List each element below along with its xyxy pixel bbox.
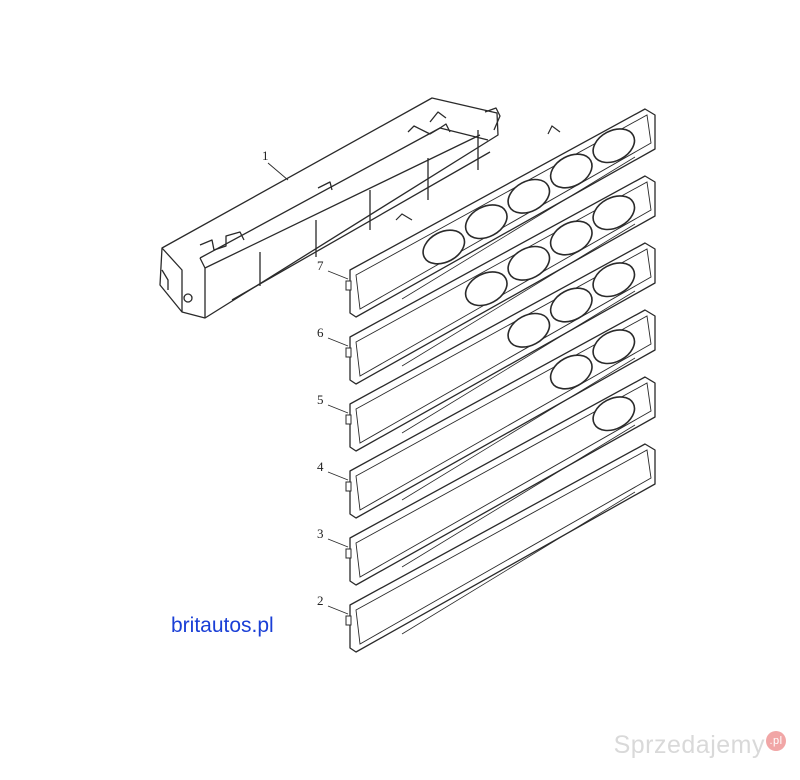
- leader-line-5: [327, 404, 349, 414]
- strip-hole: [507, 178, 551, 214]
- part-label-1: 1: [262, 148, 269, 163]
- strip-rim: [355, 382, 652, 578]
- strip-groove: [401, 424, 636, 568]
- strip-groove: [401, 223, 636, 367]
- leader-line-3: [327, 538, 349, 548]
- strip-rim: [355, 181, 652, 377]
- part-label-2: 2: [317, 593, 324, 608]
- strip-clip: [345, 414, 352, 425]
- strip-hole: [592, 396, 636, 432]
- strip-peg: [395, 213, 413, 221]
- strip-hole: [464, 204, 508, 240]
- strip-clip: [345, 481, 352, 492]
- strip-hole: [592, 329, 636, 365]
- strip-rim: [355, 248, 652, 444]
- strip-part-6: 6: [317, 175, 656, 385]
- strip-hole: [592, 195, 636, 231]
- leader-line-1: [267, 162, 289, 181]
- strip-stack: 7 6 5 4 3 2: [317, 108, 656, 653]
- strip-hole: [549, 220, 593, 256]
- strip-part-7: 7: [317, 108, 656, 318]
- leader-line-7: [327, 270, 349, 280]
- strip-hole: [507, 312, 551, 348]
- strip-hole: [549, 153, 593, 189]
- leader-line-4: [327, 471, 349, 481]
- part-label-3: 3: [317, 526, 324, 541]
- part-label-5: 5: [317, 392, 324, 407]
- watermark-badge: .pl: [766, 731, 786, 751]
- part-label-4: 4: [317, 459, 324, 474]
- part-1-frame: [159, 97, 501, 319]
- strip-clip: [345, 548, 352, 559]
- strip-clip: [345, 615, 352, 626]
- strip-plate: [349, 443, 656, 653]
- strip-groove: [401, 357, 636, 501]
- strip-groove: [401, 290, 636, 434]
- strip-groove: [401, 156, 636, 300]
- leader-line-2: [327, 605, 349, 615]
- strip-clip: [345, 347, 352, 358]
- strip-hole: [592, 128, 636, 164]
- strip-hole: [464, 271, 508, 307]
- strip-plate: [349, 376, 656, 586]
- strip-part-5: 5: [317, 242, 656, 452]
- source-text: britautos.pl: [171, 614, 274, 637]
- strip-part-4: 4: [317, 309, 656, 519]
- part-label-6: 6: [317, 325, 324, 340]
- strip-hole: [549, 287, 593, 323]
- strip-rim: [355, 449, 652, 645]
- strip-groove: [401, 491, 636, 635]
- watermark-text: Sprzedajemy: [613, 731, 765, 759]
- strip-rim: [355, 315, 652, 511]
- strip-hole: [549, 354, 593, 390]
- strip-hole: [507, 245, 551, 281]
- strip-hole: [592, 262, 636, 298]
- strip-clip: [345, 280, 352, 291]
- watermark-logo: Sprzedajemy.pl: [614, 731, 786, 760]
- strip-peg: [547, 125, 561, 135]
- leader-line-6: [327, 337, 349, 347]
- strip-rim: [355, 114, 652, 310]
- strip-part-2: 2: [317, 443, 656, 653]
- strip-part-3: 3: [317, 376, 656, 586]
- strip-hole: [422, 229, 466, 265]
- part-label-7: 7: [317, 258, 324, 273]
